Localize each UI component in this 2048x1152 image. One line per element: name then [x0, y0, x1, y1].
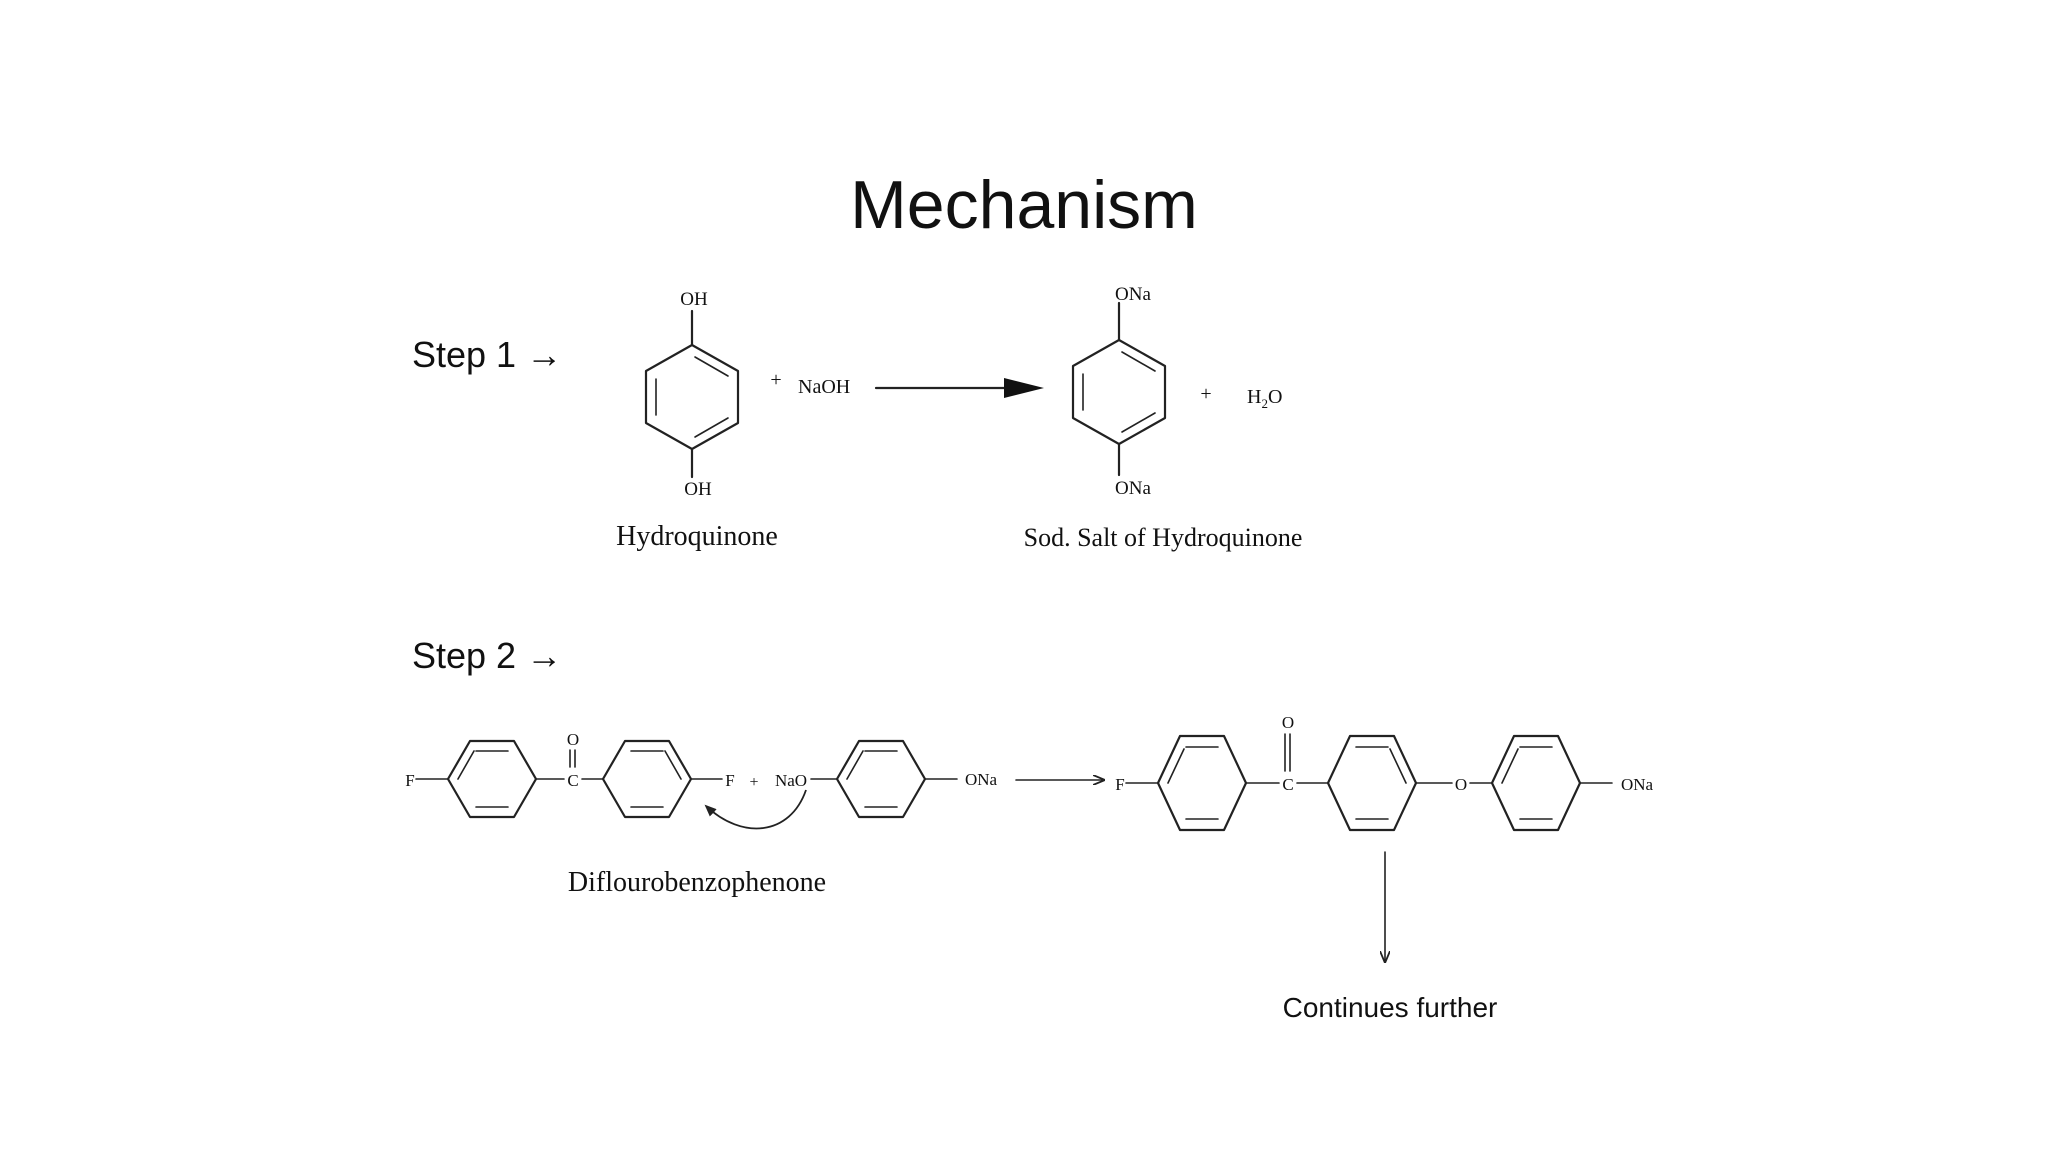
- step2-label: Step 2 →: [412, 635, 562, 676]
- step2-plus-sign: +: [749, 774, 758, 791]
- phenoxide-left-group: NaO: [775, 771, 807, 790]
- ether-product-structure: [1125, 733, 1613, 832]
- hydroquinone-ring: [644, 343, 740, 451]
- naoh-reagent: NaOH: [798, 376, 850, 398]
- sodium-phenoxide-structure: [810, 739, 958, 819]
- benzene-ring: [835, 739, 927, 819]
- sodium-salt-top-group: ONa: [1115, 284, 1151, 305]
- sodium-salt-double-bond: [1121, 412, 1156, 433]
- sodium-salt-structure: [1071, 301, 1167, 477]
- step1-label: Step 1 →: [412, 334, 562, 375]
- product-left-fluorine: F: [1115, 775, 1124, 794]
- phenoxide-right-group: ONa: [965, 770, 998, 789]
- benzene-ring: [1490, 734, 1582, 832]
- difluoro-carbonyl-carbon: C: [567, 771, 578, 790]
- water-byproduct: H2O: [1247, 386, 1282, 411]
- sodium-salt-ring: [1071, 338, 1167, 446]
- hydroquinone-double-bond: [694, 417, 729, 438]
- benzene-ring: [1156, 734, 1248, 832]
- step1-reaction-arrow: [874, 378, 1044, 398]
- product-right-group: ONa: [1621, 775, 1654, 794]
- step1-plus-sign-2: +: [1200, 383, 1211, 405]
- difluorobenzophenone-structure: [415, 739, 723, 819]
- slide-title: Mechanism: [850, 167, 1198, 243]
- hydroquinone-name: Hydroquinone: [616, 521, 778, 552]
- difluoro-carbonyl-oxygen: O: [567, 730, 579, 749]
- hydroquinone-structure: [644, 309, 740, 479]
- hydroquinone-double-bond: [694, 356, 729, 377]
- benzene-ring: [446, 739, 538, 819]
- product-carbonyl-carbon: C: [1282, 775, 1293, 794]
- product-carbonyl-oxygen: O: [1282, 713, 1294, 732]
- benzene-ring: [601, 739, 693, 819]
- product-ether-oxygen: O: [1455, 775, 1467, 794]
- difluoro-right-fluorine: F: [725, 771, 734, 790]
- step1-plus-sign: +: [770, 369, 781, 391]
- hydroquinone-bottom-group: OH: [684, 479, 712, 500]
- sodium-salt-double-bond: [1121, 351, 1156, 372]
- nucleophilic-attack-arrow: [704, 789, 807, 830]
- sodium-salt-bottom-group: ONa: [1115, 478, 1151, 499]
- benzene-ring: [1326, 734, 1418, 832]
- difluoro-left-fluorine: F: [405, 771, 414, 790]
- sodium-salt-name: Sod. Salt of Hydroquinone: [1024, 523, 1303, 552]
- hydroquinone-top-group: OH: [680, 289, 708, 310]
- continues-further-label: Continues further: [1283, 992, 1498, 1023]
- difluorobenzophenone-name: Diflourobenzophenone: [568, 867, 826, 898]
